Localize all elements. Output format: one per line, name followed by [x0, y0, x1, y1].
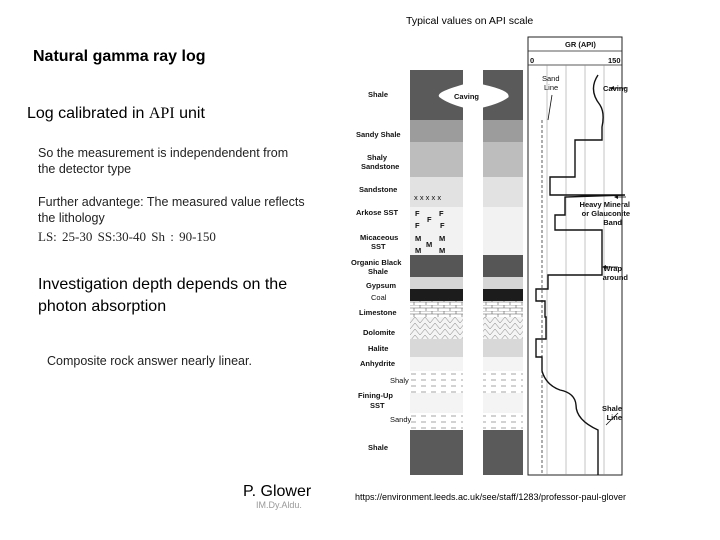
- source-url[interactable]: https://environment.leeds.ac.uk/see/staf…: [355, 492, 626, 502]
- litho-label: Coal: [371, 293, 387, 302]
- mica-letter: M: [426, 240, 432, 249]
- shale-line-label: Shale: [602, 404, 622, 413]
- litho-label: SST: [370, 401, 385, 410]
- arkose-letter: F: [415, 221, 420, 230]
- lithology-labels: Shale Sandy Shale Shaly Sandstone Sandst…: [351, 90, 412, 452]
- heavy-mineral-label: Band: [603, 218, 622, 227]
- lithology-column-left: [410, 70, 463, 475]
- borehole: [463, 70, 483, 475]
- shale-line-label: Line: [607, 413, 622, 422]
- api-values-note: LS: 25-30 SS:30-40 Sh : 90-150: [38, 229, 216, 244]
- litho-label: Shale: [368, 267, 388, 276]
- calibration-suffix: unit: [174, 105, 205, 122]
- lithology-column-right: [483, 70, 523, 475]
- slide-title: Natural gamma ray log: [33, 48, 206, 65]
- advantage-note: Further advantege: The measured value re…: [38, 195, 305, 225]
- scale-min: 0: [530, 56, 534, 65]
- caving-left-label: Caving: [454, 92, 479, 101]
- mica-letter: M: [415, 246, 421, 255]
- litho-label: SST: [371, 242, 386, 251]
- litho-label: Gypsum: [366, 281, 396, 290]
- author-subtitle: IM.Dy.Aldu.: [256, 500, 302, 510]
- author-name: P. Glower: [243, 483, 312, 500]
- track-header: GR (API): [565, 40, 596, 49]
- caving-shape: [438, 84, 509, 108]
- calibration-prefix: Log calibrated in: [27, 105, 149, 122]
- annotations: Caving Sand Line Caving Heavy Mineral or…: [454, 74, 630, 426]
- diagram-caption: Typical values on API scale: [406, 15, 534, 27]
- sand-line-label: Line: [544, 83, 558, 92]
- lithology-symbols: x x x x x F F F F F M M M M M: [414, 193, 445, 255]
- caving-right-label: Caving: [603, 84, 628, 93]
- litho-label: Sandy Shale: [356, 130, 401, 139]
- calibration-text: Log calibrated in API unit: [27, 105, 205, 123]
- litho-label: Fining-Up: [358, 391, 393, 400]
- litho-label: Anhydrite: [360, 359, 395, 368]
- composite-note: Composite rock answer nearly linear.: [47, 354, 252, 368]
- litho-label: Arkose SST: [356, 208, 399, 217]
- litho-label: Micaceous: [360, 233, 398, 242]
- arkose-letter: F: [415, 209, 420, 218]
- mica-letter: M: [439, 246, 445, 255]
- litho-label: Shale: [368, 443, 388, 452]
- arkose-letter: F: [439, 209, 444, 218]
- mica-letter: M: [439, 234, 445, 243]
- mica-letter: M: [415, 234, 421, 243]
- litho-label: Sandstone: [359, 185, 397, 194]
- litho-label: Shaly: [390, 376, 409, 385]
- litho-label: Halite: [368, 344, 388, 353]
- gamma-ray-log-diagram: GR (API) 0 150 Shale Sandy Shale Shaly S…: [351, 36, 630, 476]
- calibration-api: API: [148, 105, 175, 122]
- scale-max: 150: [608, 56, 621, 65]
- wrap-around-label: around: [603, 273, 629, 282]
- litho-label: Sandy: [390, 415, 412, 424]
- gr-track: [527, 36, 626, 476]
- sand-line-label: Sand: [542, 74, 560, 83]
- arkose-letter: F: [427, 215, 432, 224]
- litho-label: Dolomite: [363, 328, 395, 337]
- sandstone-marks: x x x x x: [414, 193, 441, 202]
- litho-label: Limestone: [359, 308, 397, 317]
- arkose-letter: F: [440, 221, 445, 230]
- litho-label: Shaly: [367, 153, 388, 162]
- wrap-around-label: Wrap: [603, 264, 622, 273]
- litho-label: Sandstone: [361, 162, 399, 171]
- litho-label: Shale: [368, 90, 388, 99]
- heavy-mineral-label: or Glauconite: [582, 209, 630, 218]
- litho-label: Organic Black: [351, 258, 402, 267]
- investigation-depth-text: Investigation depth depends on the photo…: [38, 276, 288, 315]
- detector-note: So the measurement is independendent fro…: [38, 146, 289, 176]
- heavy-mineral-label: Heavy Mineral: [580, 200, 630, 209]
